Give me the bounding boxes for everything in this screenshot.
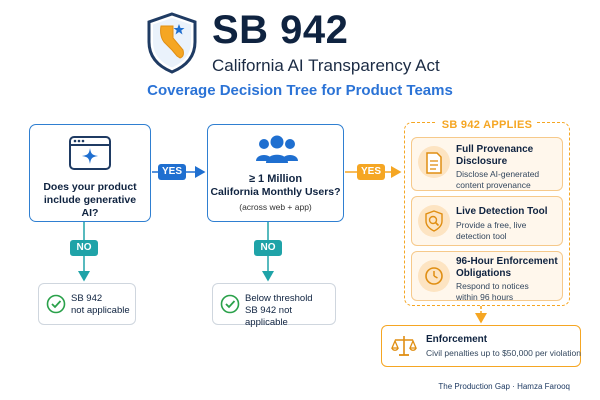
applies-header: SB 942 APPLIES	[404, 119, 570, 131]
outcome-below-threshold: Below threshold SB 942 not applicable	[212, 283, 336, 328]
magnifier-shield-icon	[425, 210, 443, 232]
california-shield-icon	[147, 12, 197, 74]
outcome1-line2: not applicable	[71, 305, 130, 316]
document-icon	[426, 152, 442, 174]
enforcement-box: Enforcement Civil penalties up to $50,00…	[381, 325, 581, 367]
applies-header-text: SB 942 APPLIES	[436, 119, 538, 131]
enforcement-desc: Civil penalties up to $50,000 per violat…	[426, 348, 581, 358]
outcome1-line1: SB 942	[71, 293, 103, 304]
decision-generative-ai: Does your product include generative AI?	[29, 124, 151, 222]
page-title: SB 942	[212, 8, 349, 52]
outcome-not-applicable: SB 942 not applicable	[38, 283, 136, 325]
no-label-1: NO	[70, 240, 98, 256]
outcome2-line2: SB 942 not applicable	[245, 305, 293, 328]
enforcement-title: Enforcement	[426, 334, 488, 345]
decision1-question: Does your product include generative AI?	[43, 181, 137, 219]
yes-label-2: YES	[357, 164, 385, 180]
ai-window-icon	[69, 136, 111, 170]
no-label-2: NO	[254, 240, 282, 256]
clock-icon	[425, 267, 443, 285]
decision2-question-line1: ≥ 1 Million	[248, 173, 303, 185]
check-circle-icon	[46, 294, 66, 314]
users-icon	[256, 135, 298, 163]
section-title: Coverage Decision Tree for Product Teams	[147, 82, 453, 99]
scales-icon	[391, 336, 417, 356]
decision-monthly-users: ≥ 1 Million California Monthly Users? (a…	[207, 124, 344, 222]
yes-label-1: YES	[158, 164, 186, 180]
obligation-detection-tool: Live Detection Tool Provide a free, live…	[411, 196, 563, 246]
page-subtitle: California AI Transparency Act	[212, 56, 440, 75]
decision2-question-line2: California Monthly Users?	[210, 186, 341, 198]
footer-credit: The Production Gap · Hamza Farooq	[438, 382, 570, 391]
decision2-note: (across web + app)	[239, 202, 312, 212]
check-circle-icon	[220, 294, 240, 314]
outcome2-line1: Below threshold	[245, 293, 313, 304]
obligation-title: Live Detection Tool	[456, 206, 548, 217]
